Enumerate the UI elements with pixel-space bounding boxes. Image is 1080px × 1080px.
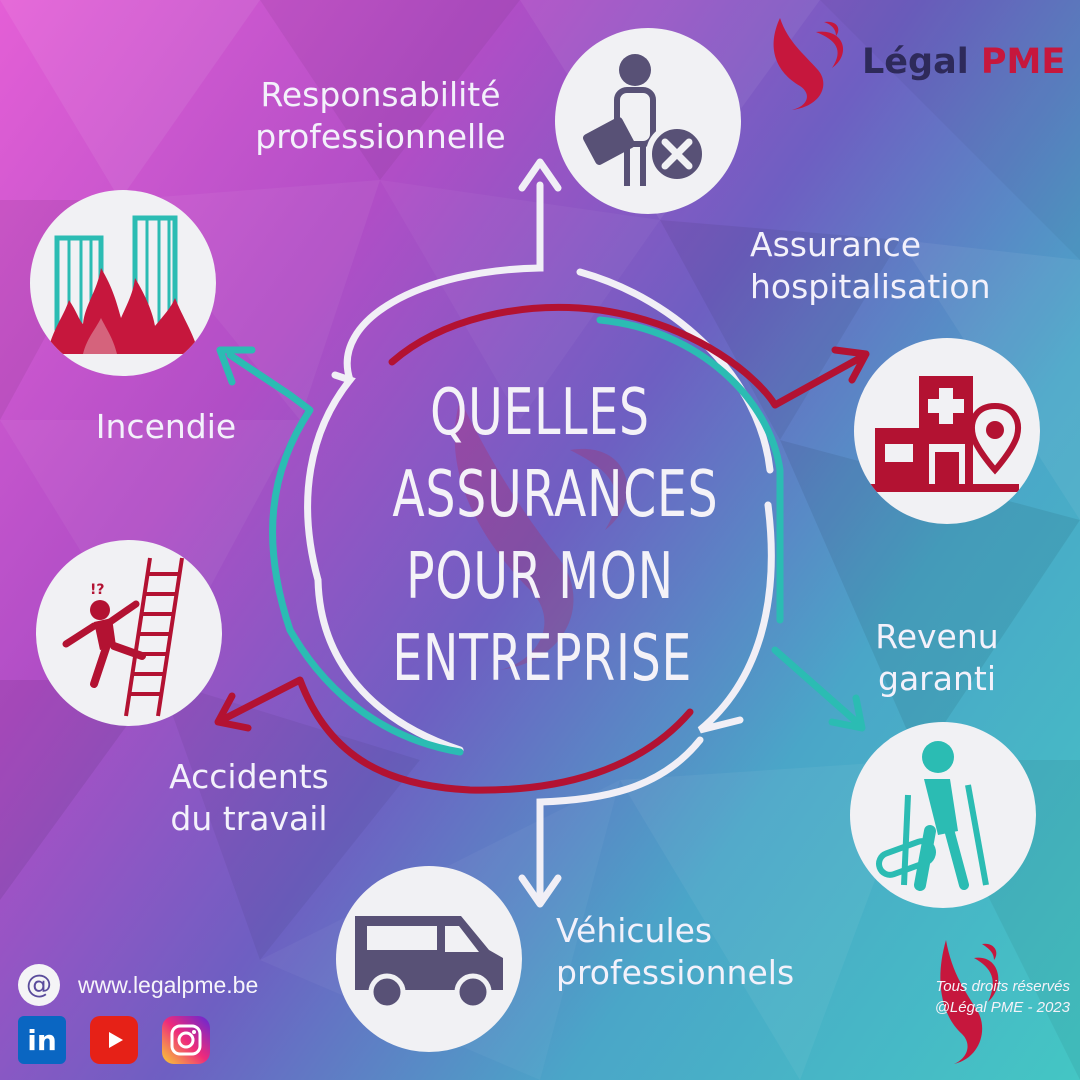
person-briefcase-cross-icon [583, 54, 708, 186]
cycle-arc-white-bottom [536, 736, 704, 904]
arrow-incendie [216, 346, 256, 386]
cycle-arc-white-left [304, 371, 356, 584]
circle-revenu [850, 722, 1036, 908]
cycle-arc-teal-bottom-left [286, 626, 464, 756]
at-icon: @ [18, 964, 60, 1006]
brand-name-part2: PME [980, 42, 1066, 82]
circle-incendie [30, 190, 216, 376]
cycle-arc-red-top [388, 303, 864, 409]
cycle-arc-teal-top-right [596, 316, 784, 624]
label-incendie-line1: Incendie [95, 407, 237, 446]
label-revenu: Revenu garanti [862, 616, 1012, 700]
label-responsabilite-line2: professionnelle [255, 117, 506, 156]
copyright-line1: Tous droits réservés [935, 978, 1070, 995]
cycle-arc-teal-right [771, 646, 864, 729]
circle-accidents: !? [36, 540, 222, 726]
copyright-notice: Tous droits réservés @Légal PME - 2023 [870, 976, 1070, 1018]
flame-logo-icon [773, 18, 844, 110]
hospital-location-icon [869, 376, 1021, 492]
label-vehicules: Véhicules professionnels [556, 910, 831, 994]
youtube-icon[interactable] [90, 1016, 138, 1064]
brand-name: Légal PME [862, 42, 1065, 82]
cycle-arc-teal-left [226, 351, 314, 634]
center-title: QUELLES ASSURANCES POUR MON ENTREPRISE [392, 372, 719, 700]
brand-logo: Légal PME [766, 14, 1076, 110]
label-incendie: Incendie [84, 406, 248, 448]
center-title-line2: ASSURANCES [392, 458, 719, 532]
play-icon [109, 1032, 123, 1048]
arrow-up-responsabilite [518, 158, 562, 192]
center-title-line3: POUR MON [406, 540, 674, 614]
watermark-logo [454, 400, 628, 670]
injured-person-crutches-icon [876, 741, 989, 891]
brand-name-part1: Légal [862, 42, 969, 82]
instagram-icon[interactable] [162, 1016, 210, 1064]
label-revenu-line1: Revenu [875, 617, 999, 656]
label-responsabilite: Responsabilité professionnelle [238, 74, 523, 158]
label-hospitalisation-line2: hospitalisation [750, 267, 991, 306]
arrow-hospitalisation [831, 346, 870, 384]
label-accidents-line2: du travail [170, 799, 328, 838]
arrow-accidents [214, 692, 252, 732]
ladder-fall-icon: !? [62, 557, 184, 717]
label-responsabilite-line1: Responsabilité [260, 75, 501, 114]
label-accidents-line1: Accidents [169, 757, 329, 796]
svg-text:!?: !? [90, 582, 105, 598]
cycle-arc-white-top [343, 181, 544, 384]
circle-responsabilite [555, 28, 741, 214]
arrow-down-vehicules [518, 874, 562, 908]
camera-icon [170, 1024, 202, 1056]
cycle-arc-white-inner-left [314, 576, 464, 754]
label-revenu-line2: garanti [878, 659, 996, 698]
center-title-line4: ENTREPRISE [392, 622, 693, 696]
label-hospitalisation: Assurance hospitalisation [750, 224, 1025, 308]
website-contact[interactable]: @ www.legalpme.be [18, 962, 258, 1008]
center-title-line1: QUELLES [430, 376, 650, 450]
linkedin-glyph: in [27, 1023, 57, 1057]
footer-flame-logo-icon [940, 940, 999, 1064]
label-accidents: Accidents du travail [154, 756, 344, 840]
linkedin-icon[interactable]: in [18, 1016, 66, 1064]
circle-vehicules [336, 866, 522, 1052]
website-url[interactable]: www.legalpme.be [78, 971, 259, 998]
cycle-arc-white-right [697, 501, 775, 734]
cycle-arc-red-bottom [218, 676, 694, 794]
label-hospitalisation-line1: Assurance [750, 225, 922, 264]
label-vehicules-line1: Véhicules [556, 911, 713, 950]
arrow-revenu [828, 694, 866, 732]
building-fire-icon [47, 215, 199, 354]
van-icon [355, 916, 503, 1011]
label-vehicules-line2: professionnels [556, 953, 795, 992]
copyright-line2: @Légal PME - 2023 [934, 999, 1070, 1016]
circle-hospitalisation [854, 338, 1040, 524]
